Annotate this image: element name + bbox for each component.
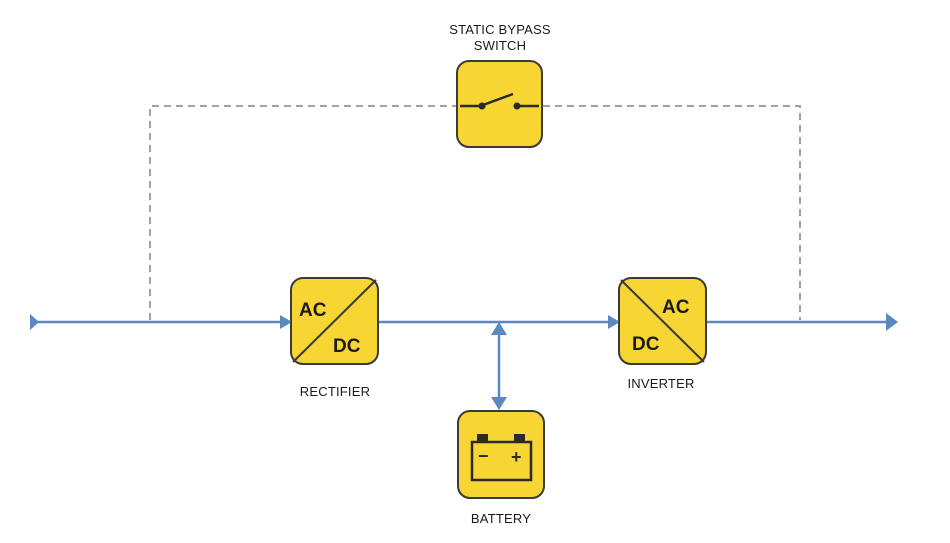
output-arrow (886, 313, 898, 331)
battery-icon: − + (470, 434, 533, 482)
battery-minus: − (478, 446, 489, 466)
battery-block: − + (457, 410, 545, 499)
inverter-output-text: AC (662, 297, 690, 318)
bypass-label-line1: STATIC BYPASS (449, 22, 551, 37)
switch-icon (460, 92, 539, 110)
battery-link (491, 322, 507, 410)
rectifier-block: AC DC (290, 277, 379, 365)
static-bypass-switch-block (456, 60, 543, 148)
rectifier-in-arrow (280, 315, 292, 329)
battery-plus: + (511, 447, 522, 467)
bypass-return-path (543, 105, 801, 320)
inverter-input-text: DC (632, 334, 660, 355)
bypass-label: STATIC BYPASS SWITCH (420, 22, 580, 54)
battery-up-arrow (491, 322, 507, 335)
rectifier-output-text: DC (333, 336, 361, 357)
battery-down-arrow (491, 397, 507, 410)
bypass-label-line2: SWITCH (473, 38, 527, 53)
rectifier-label: RECTIFIER (299, 384, 371, 399)
inverter-label: INVERTER (627, 376, 695, 391)
inverter-block: AC DC (618, 277, 707, 365)
battery-label: BATTERY (470, 511, 532, 526)
main-power-line (30, 313, 898, 331)
input-arrow (30, 314, 39, 330)
inverter-in-arrow (608, 315, 620, 329)
rectifier-input-text: AC (299, 300, 327, 321)
